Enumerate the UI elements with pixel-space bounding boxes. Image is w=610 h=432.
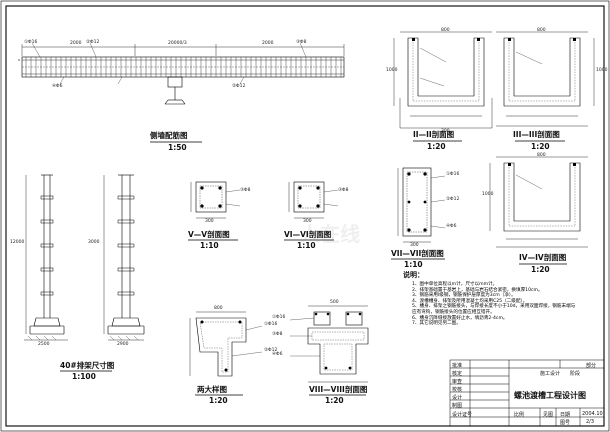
tb-date-value: 2004.10 — [582, 411, 603, 417]
bar-label-5: ②Φ12 — [232, 84, 246, 89]
tb-project: 螺池渡槽工程设计图 — [514, 391, 586, 400]
bent-frame-drawing — [24, 174, 145, 341]
section-4-title: IV—IV剖面图 — [519, 253, 567, 262]
tb-verify: 核定 — [452, 371, 463, 377]
sec6-bar: ③Φ8 — [338, 188, 349, 193]
sec2-height: 1000 — [386, 68, 398, 73]
sec8-bar-3: ④Φ6 — [272, 352, 283, 357]
frame-height-2: 3000 — [88, 240, 100, 245]
sec8-width: 500 — [330, 300, 339, 305]
sec2-width: 800 — [441, 28, 450, 33]
bent-frame-title: 40#排架尺寸图 — [60, 361, 115, 370]
frame-base-right: 2900 — [117, 342, 129, 347]
tb-approve: 批准 — [452, 363, 463, 369]
sec3-width: 800 — [537, 28, 546, 33]
section-6-drawing — [288, 181, 339, 219]
note-item: 3、钢筋采用Ⅰ级钢，钢筋保护层厚度为3cm（净）。 — [412, 293, 516, 299]
note-item: 7、其它说明见另二图。 — [412, 321, 461, 327]
section-3-scale: 1:20 — [531, 142, 550, 151]
tb-date-label: 日期 — [560, 412, 571, 418]
sec8-bar-2: ③Φ8 — [272, 332, 283, 337]
note-item: 1、图中单位高程以m计，尺寸以mm计。 — [412, 282, 498, 287]
bar-label-4: ④Φ6 — [52, 84, 63, 89]
section-8-drawing — [289, 305, 369, 383]
tb-stage: 施工设计 — [540, 371, 561, 377]
note-item: 应有弯钩，钢筋接头的位置应相互错开。 — [412, 309, 495, 315]
bar-label-2: ②Φ12 — [86, 40, 100, 45]
note-item: 4、渡槽槽身、排架及所用混凝土均采用C25（二级配）。 — [412, 298, 528, 304]
sec2-base: 300 — [441, 129, 450, 134]
sec7-bar-1: ①Φ16 — [446, 172, 460, 177]
section-2-scale: 1:20 — [427, 142, 446, 151]
sec7-bar-2: ②Φ12 — [446, 197, 460, 202]
section-6-title: VI—VI剖面图 — [284, 230, 332, 239]
bent-frame-scale: 1:100 — [72, 372, 96, 381]
sec4-height: 1000 — [482, 192, 494, 197]
sample-bar-1: ①Φ16 — [264, 322, 278, 327]
note-item: 2、排架基础置于基岩上，基础与岩石结合紧密，换填厚10cm。 — [412, 287, 543, 293]
side-wall-scale: 1:50 — [168, 143, 187, 152]
section-4-drawing — [489, 156, 588, 248]
watermark: 人在线 — [300, 222, 360, 246]
sec8-bar-1: ①Φ16 — [272, 315, 286, 320]
tb-draw: 制图 — [452, 403, 463, 409]
section-7-drawing — [397, 167, 446, 243]
section-7-scale: 1:10 — [404, 260, 423, 269]
sec5-width: 300 — [205, 219, 214, 224]
sec7-width: 300 — [410, 243, 419, 248]
sec5-bar: ③Φ8 — [240, 188, 251, 193]
tb-sheet-label: 图号 — [560, 420, 571, 426]
tb-review: 审查 — [452, 379, 463, 385]
section-5-scale: 1:10 — [200, 241, 219, 250]
tb-dept-label: 部分 — [586, 363, 597, 369]
dim-span-total: 20000/3 — [168, 41, 187, 46]
section-2-drawing — [393, 31, 493, 129]
note-item: 5、槽身、排架之钢筋接头，与焊接长度不小于10d，采用双面焊接，钢筋末端与 — [412, 304, 576, 310]
side-wall-view — [18, 42, 345, 105]
dim-span-b: 2000 — [262, 41, 274, 46]
section-4-scale: 1:20 — [531, 265, 550, 274]
title-block-grid — [449, 359, 605, 427]
sample-bar-2: ②Φ12 — [264, 348, 278, 353]
tb-stage-label: 阶段 — [570, 371, 581, 377]
sample-width: 800 — [214, 306, 223, 311]
bar-label-1: ①Φ16 — [24, 40, 38, 45]
sec6-width: 300 — [303, 219, 312, 224]
tb-scale-label: 比例 — [514, 412, 525, 418]
section-5-title: V—V剖面图 — [188, 230, 230, 239]
tb-cert: 设计证号 — [452, 412, 473, 418]
frame-height: 12000 — [10, 240, 25, 245]
sec4-width: 800 — [537, 153, 546, 158]
dim-span-a: 2000 — [70, 41, 82, 46]
section-7-title: VII—VII剖面图 — [391, 249, 444, 258]
tb-sheet-value: 2/3 — [586, 419, 595, 425]
notes-list: 1、图中单位高程以m计，尺寸以mm计。2、排架基础置于基岩上，基础与岩石结合紧密… — [412, 282, 575, 327]
section-3-drawing — [496, 31, 595, 127]
tb-scale-value: 见图 — [543, 412, 554, 418]
frame-base-left: 2500 — [38, 342, 50, 347]
sec7-bar-3: ④Φ6 — [446, 224, 457, 229]
tb-design: 设计 — [452, 395, 463, 401]
bar-label-3: ③Φ8 — [296, 40, 307, 45]
section-8-title: VIII—VIII剖面图 — [309, 385, 368, 394]
big-sample-scale: 1:20 — [209, 396, 228, 405]
note-item: 6、槽身沉降缝接放置好止水，填沥青2-4cm。 — [412, 315, 508, 321]
section-6-scale: 1:10 — [297, 241, 316, 250]
big-sample-title: 两大样图 — [197, 385, 227, 394]
notes-heading: 说明： — [403, 271, 424, 279]
big-sample-drawing — [189, 311, 263, 377]
section-2-title: II—II剖面图 — [413, 130, 455, 139]
side-wall-title: 侧墙配筋图 — [150, 131, 188, 140]
tb-check: 校核 — [452, 387, 463, 393]
sec3-height: 1000 — [596, 68, 608, 73]
section-3-title: III—III剖面图 — [513, 130, 560, 139]
section-8-scale: 1:20 — [325, 396, 344, 405]
section-5-drawing — [190, 181, 241, 219]
inner-border — [5, 5, 605, 427]
